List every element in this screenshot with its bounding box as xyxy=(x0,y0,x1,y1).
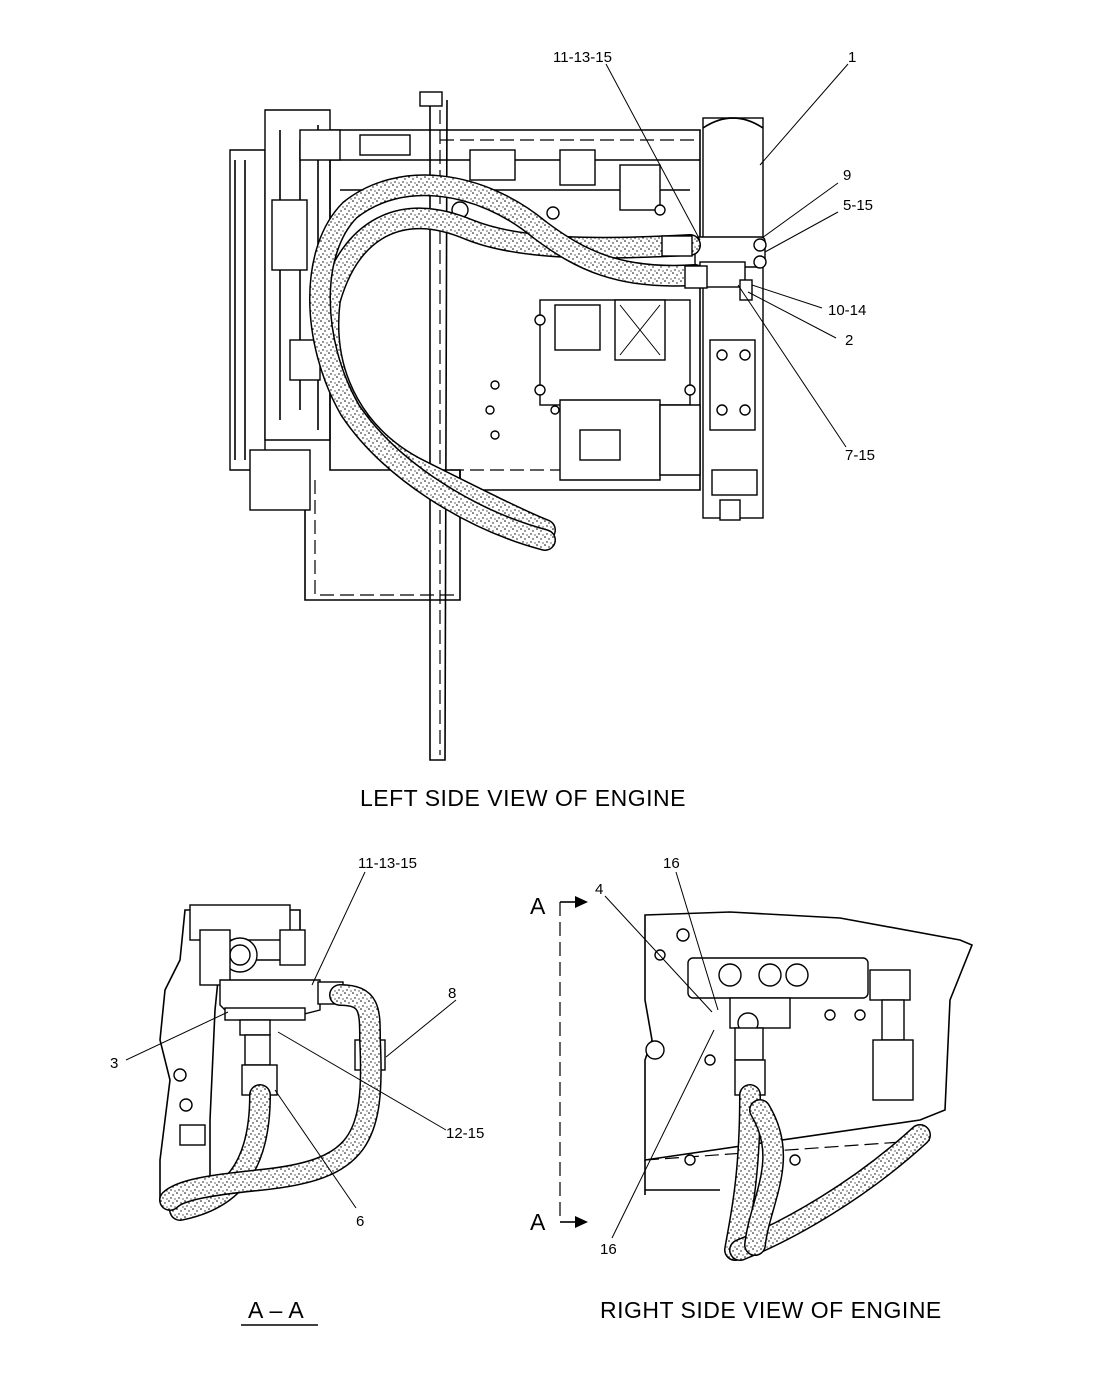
section-view-title: A – A xyxy=(248,1297,304,1323)
callout-left-10-14: 10-14 xyxy=(828,302,866,319)
callout-left-11-13-15: 11-13-15 xyxy=(553,49,612,66)
left-side-view xyxy=(229,63,849,761)
callout-left-7-15: 7-15 xyxy=(845,447,875,464)
callout-section-6: 6 xyxy=(356,1213,364,1230)
callout-left-9: 9 xyxy=(843,167,851,184)
callout-left-1: 1 xyxy=(848,49,856,66)
callout-right-4: 4 xyxy=(595,881,603,898)
callout-right-16-top: 16 xyxy=(663,855,680,872)
callout-right-16-bottom: 16 xyxy=(600,1241,617,1258)
callout-section-3: 3 xyxy=(110,1055,118,1072)
callout-section-11-13-15: 11-13-15 xyxy=(358,855,417,872)
callout-section-8: 8 xyxy=(448,985,456,1002)
section-marker-bottom: A xyxy=(530,1209,546,1235)
section-a-a-view xyxy=(125,871,457,1221)
right-side-view xyxy=(559,871,974,1261)
callout-left-5-15: 5-15 xyxy=(843,197,873,214)
callout-section-12-15: 12-15 xyxy=(446,1125,484,1142)
left-view-title: LEFT SIDE VIEW OF ENGINE xyxy=(360,785,686,811)
section-marker-top: A xyxy=(530,893,546,919)
callout-left-2: 2 xyxy=(845,332,853,349)
right-view-title: RIGHT SIDE VIEW OF ENGINE xyxy=(600,1297,942,1323)
